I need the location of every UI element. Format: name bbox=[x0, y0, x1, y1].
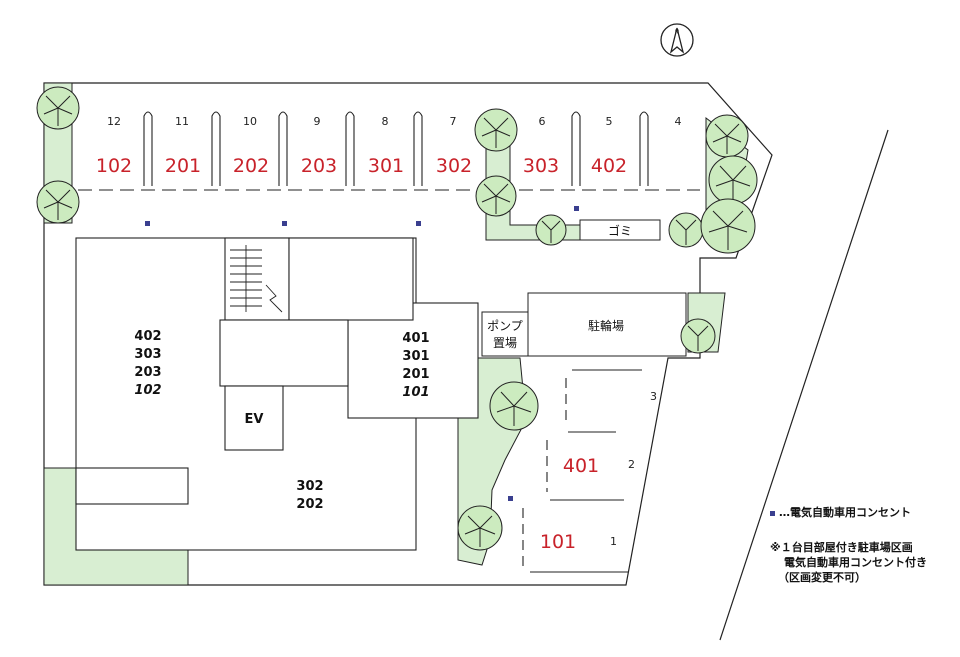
parking-room-number: 201 bbox=[165, 155, 201, 177]
stairs bbox=[230, 245, 283, 313]
parking-space-number: 11 bbox=[175, 115, 189, 128]
tree-icon bbox=[700, 198, 756, 254]
outlet-marker bbox=[416, 221, 421, 226]
top-parking-stalls bbox=[78, 111, 700, 191]
parking-space-number: 3 bbox=[650, 390, 657, 403]
pump-label: 置場 bbox=[493, 336, 517, 350]
legend-outlet-text: …電気自動車用コンセント bbox=[779, 506, 911, 519]
bicycle-parking-label: 駐輪場 bbox=[588, 318, 624, 333]
trees bbox=[36, 86, 758, 551]
parking-room-number: 302 bbox=[436, 155, 472, 177]
parking-room-number: 102 bbox=[96, 155, 132, 177]
upper-block bbox=[288, 237, 414, 321]
tree-icon bbox=[474, 108, 518, 152]
side-parking-stalls bbox=[522, 369, 642, 573]
north-compass-icon: N bbox=[660, 23, 694, 57]
garbage-box bbox=[579, 219, 661, 241]
top-parking-rooms: 102 201 202 203 301 302 303 402 bbox=[96, 155, 627, 177]
tree-icon bbox=[708, 155, 758, 205]
tree-icon bbox=[489, 381, 539, 431]
building-room-number: 203 bbox=[134, 365, 161, 380]
parking-room-number: 401 bbox=[563, 455, 599, 477]
side-parking-labels: 3 2 1 401 101 bbox=[540, 390, 657, 553]
parking-space-number: 7 bbox=[450, 115, 457, 128]
building-room-labels: 402 303 203 102 401 301 201 101 302 202 … bbox=[134, 329, 429, 512]
parking-space-number: 5 bbox=[606, 115, 613, 128]
building-room-number: 401 bbox=[402, 331, 429, 346]
parking-space-number: 12 bbox=[107, 115, 121, 128]
pump-box bbox=[481, 311, 529, 357]
building-room-number: 303 bbox=[134, 347, 161, 362]
parking-space-number: 6 bbox=[539, 115, 546, 128]
parking-room-number: 101 bbox=[540, 531, 576, 553]
outlet-marker bbox=[282, 221, 287, 226]
parking-room-number: 402 bbox=[591, 155, 627, 177]
legend-outlet: …電気自動車用コンセント bbox=[770, 505, 911, 520]
facility-labels: ゴミ ポンプ 置場 駐輪場 bbox=[487, 223, 632, 350]
top-parking-numbers: 12 11 10 9 8 7 6 5 4 bbox=[107, 115, 682, 128]
outlet-marker bbox=[145, 221, 150, 226]
building-room-number: 201 bbox=[402, 367, 429, 382]
garbage-label: ゴミ bbox=[608, 223, 632, 238]
core-block bbox=[219, 319, 349, 387]
legend-note: ※１台目部屋付き駐車場区画 電気自動車用コンセント付き （区画変更不可） bbox=[770, 540, 927, 585]
building-room-number: 301 bbox=[402, 349, 429, 364]
building-room-number: 402 bbox=[134, 329, 161, 344]
parking-space-number: 9 bbox=[314, 115, 321, 128]
bicycle-box bbox=[527, 292, 687, 357]
building-room-number: 302 bbox=[296, 479, 323, 494]
legend-note-line: ※１台目部屋付き駐車場区画 bbox=[770, 541, 913, 554]
elevator-label: EV bbox=[245, 412, 264, 427]
parking-space-number: 8 bbox=[382, 115, 389, 128]
compass-label: N bbox=[675, 29, 680, 36]
ev-outlet-markers bbox=[145, 206, 579, 501]
pump-label: ポンプ bbox=[487, 319, 523, 333]
building-notch bbox=[75, 467, 189, 505]
parking-room-number: 203 bbox=[301, 155, 337, 177]
tree-icon bbox=[36, 180, 80, 224]
parking-space-number: 1 bbox=[610, 535, 617, 548]
parking-room-number: 202 bbox=[233, 155, 269, 177]
tree-icon bbox=[475, 175, 517, 217]
tree-icon bbox=[705, 114, 749, 158]
building-east-wing bbox=[347, 302, 479, 419]
road-line bbox=[719, 129, 889, 641]
legend-note-line: 電気自動車用コンセント付き bbox=[784, 556, 927, 569]
outlet-marker bbox=[574, 206, 579, 211]
legend-note-line: （区画変更不可） bbox=[778, 571, 866, 584]
outlet-marker-icon bbox=[770, 510, 775, 516]
outlet-marker bbox=[508, 496, 513, 501]
parking-room-number: 301 bbox=[368, 155, 404, 177]
building-room-number: 101 bbox=[402, 385, 429, 400]
tree-icon bbox=[680, 318, 716, 354]
tree-icon bbox=[36, 86, 80, 130]
tree-icon bbox=[535, 214, 567, 246]
parking-space-number: 10 bbox=[243, 115, 257, 128]
tree-icon bbox=[457, 505, 503, 551]
parking-space-number: 4 bbox=[675, 115, 682, 128]
building-room-number: 102 bbox=[134, 383, 161, 398]
building-room-number: 202 bbox=[296, 497, 323, 512]
parking-space-number: 2 bbox=[628, 458, 635, 471]
parking-room-number: 303 bbox=[523, 155, 559, 177]
ev-block bbox=[224, 385, 284, 451]
tree-icon bbox=[668, 212, 704, 248]
